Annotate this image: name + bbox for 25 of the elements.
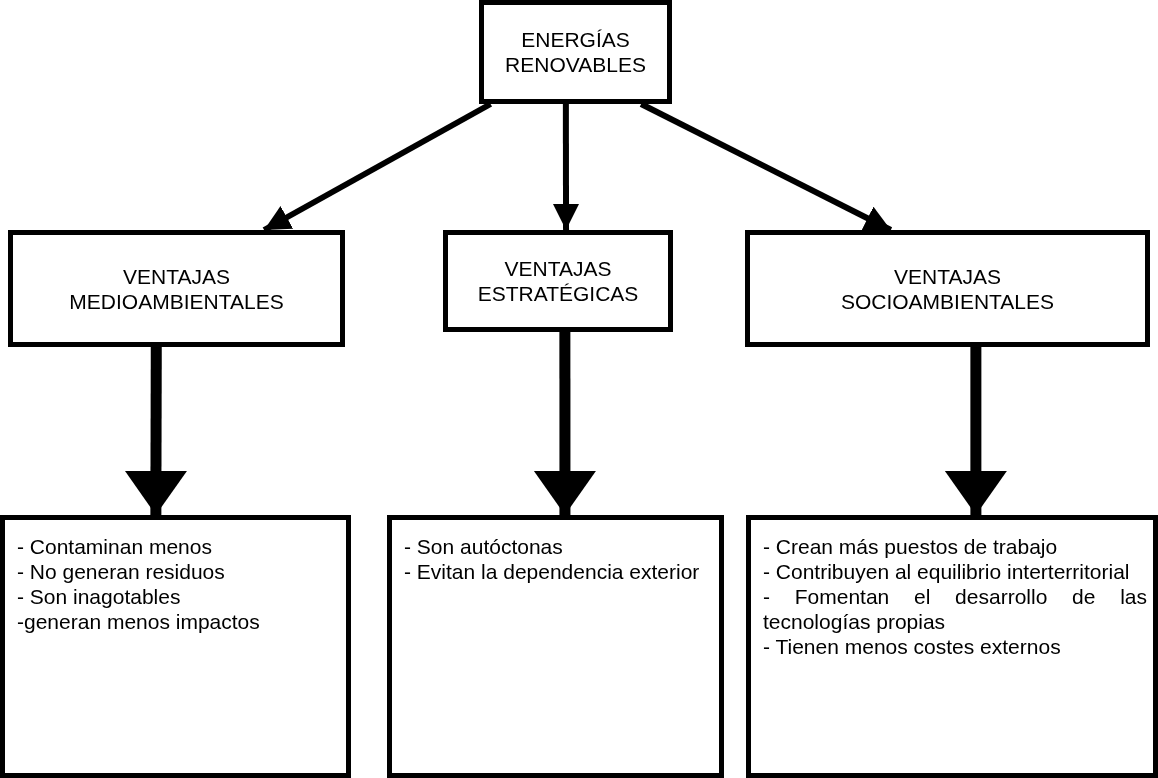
box-title: ENERGÍAS RENOVABLES: [504, 27, 647, 77]
list-item: - Tienen menos costes externos: [763, 634, 1062, 659]
list-box: [746, 515, 1158, 778]
list-item: - Son inagotables: [17, 584, 182, 609]
list-box: [387, 515, 724, 778]
list-item: - Crean más puestos de trabajo: [763, 534, 1059, 559]
arrow: [553, 104, 579, 230]
list-box: [0, 515, 351, 778]
box-title: VENTAJAS ESTRATÉGICAS: [476, 256, 640, 306]
arrow: [533, 332, 596, 515]
arrow: [124, 347, 187, 515]
list-item: - Contribuyen al equilibrio interterritorial: [763, 559, 1131, 584]
list-item: - Fomentan el desarrollo de las tecnologías propias: [763, 584, 1147, 634]
title-box: [479, 0, 672, 104]
list-item: -generan menos impactos: [17, 609, 261, 634]
list-item: - Evitan la dependencia exterior: [404, 559, 701, 584]
box-title: VENTAJAS MEDIOAMBIENTALES: [68, 263, 285, 314]
list-item: - Contaminan menos: [17, 534, 213, 559]
category-box: [8, 230, 345, 347]
category-box: [745, 230, 1150, 347]
list-item: - No generan residuos: [17, 559, 226, 584]
arrow: [944, 347, 1007, 515]
category-box: [443, 230, 673, 332]
box-title: VENTAJAS SOCIOAMBIENTALES: [839, 263, 1056, 314]
list-item: - Son autóctonas: [404, 534, 564, 559]
